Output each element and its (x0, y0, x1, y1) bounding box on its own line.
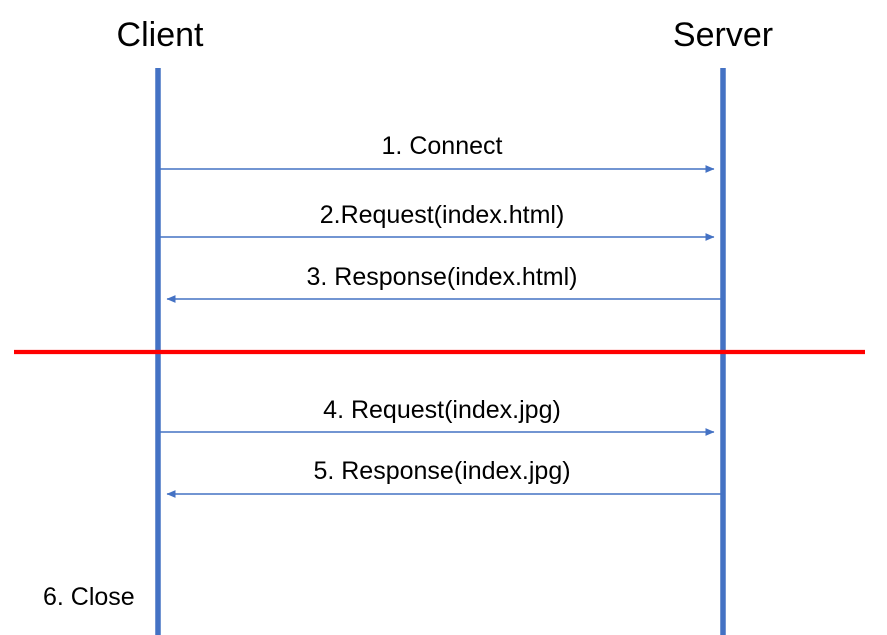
annotation-close-note: 6. Close (43, 583, 135, 611)
message-label-1: 1. Connect (381, 132, 503, 160)
message-label-4: 4. Request(index.jpg) (323, 396, 561, 424)
actor-label-server: Server (672, 16, 774, 54)
message-label-5: 5. Response(index.jpg) (313, 457, 571, 485)
actor-label-client: Client (116, 16, 204, 54)
message-label-3: 3. Response(index.html) (306, 263, 578, 291)
message-label-2: 2.Request(index.html) (319, 201, 565, 229)
